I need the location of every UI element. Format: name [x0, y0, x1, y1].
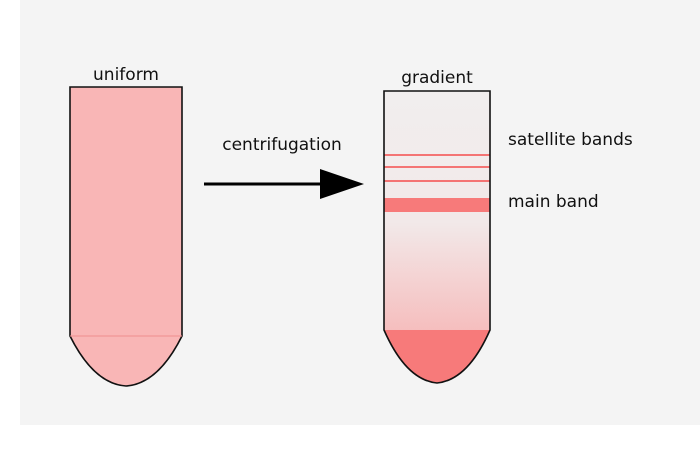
- centrifugation-label: centrifugation: [222, 135, 342, 155]
- uniform-tube: [70, 87, 182, 386]
- uniform-tube-body: [70, 87, 182, 386]
- main-band: [384, 198, 490, 212]
- satellite-band: [384, 166, 490, 168]
- satellite-bands-label: satellite bands: [508, 130, 633, 150]
- gradient-label: gradient: [401, 68, 473, 88]
- satellite-band: [384, 180, 490, 182]
- satellite-band: [384, 154, 490, 156]
- gradient-tube: [384, 91, 490, 383]
- uniform-label: uniform: [93, 65, 159, 85]
- main-band-label: main band: [508, 192, 599, 212]
